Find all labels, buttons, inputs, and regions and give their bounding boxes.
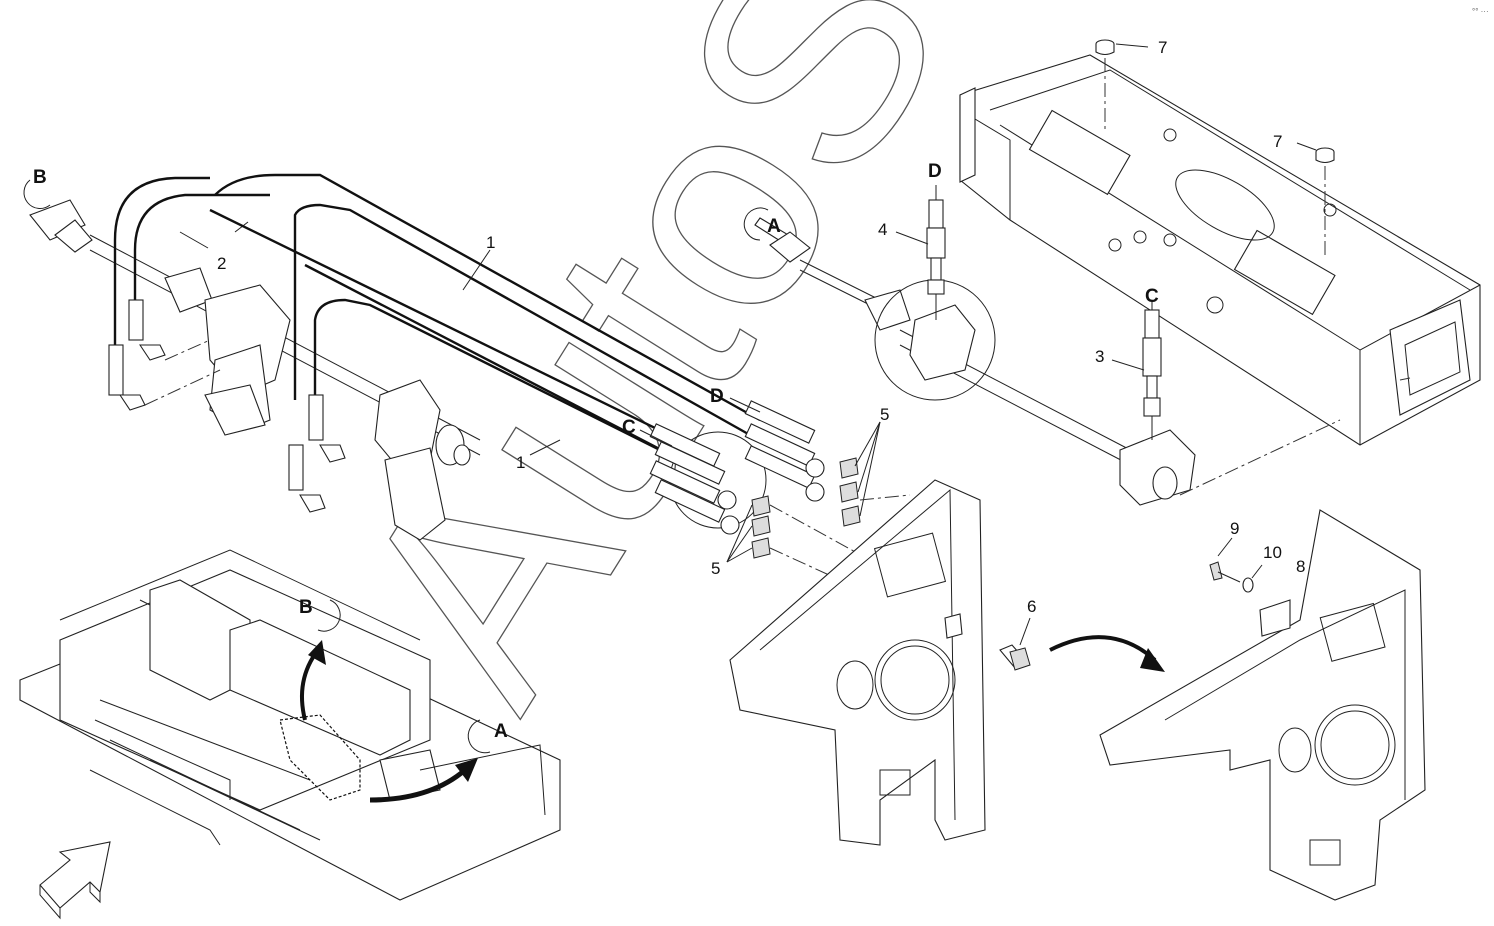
hoses-1 bbox=[209, 173, 761, 513]
callout-3: 3 bbox=[1095, 347, 1104, 366]
view-label-b-top: B bbox=[33, 167, 47, 188]
view-label-b-bottom: B bbox=[299, 597, 313, 618]
view-label-a-bottom: A bbox=[494, 721, 508, 742]
drive-shaft-b bbox=[29, 199, 481, 541]
corner-mark: °° ··· bbox=[1472, 7, 1489, 16]
hoses-2 bbox=[108, 176, 270, 411]
main-frame-top-right bbox=[959, 54, 1481, 446]
view-label-d-left: D bbox=[710, 386, 724, 407]
callout-2: 2 bbox=[217, 254, 226, 273]
hose-4 bbox=[895, 185, 946, 320]
callout-9: 9 bbox=[1230, 519, 1239, 538]
view-label-c-right: C bbox=[1145, 286, 1159, 307]
callout-1-upper: 1 bbox=[486, 233, 495, 252]
view-marker-a-top bbox=[743, 207, 769, 241]
callout-5-left: 5 bbox=[711, 559, 720, 578]
callout-7-right: 7 bbox=[1273, 132, 1282, 151]
side-plate-right bbox=[1099, 509, 1426, 901]
callout-8: 8 bbox=[1296, 557, 1305, 576]
callout-6: 6 bbox=[1027, 597, 1036, 616]
view-label-d-right: D bbox=[928, 161, 942, 182]
callout-5-right: 5 bbox=[880, 405, 889, 424]
connector-cluster bbox=[639, 397, 911, 581]
switch-6 bbox=[999, 617, 1031, 671]
bolt-9 bbox=[1209, 537, 1241, 583]
hose-3 bbox=[1111, 300, 1162, 440]
callout-10: 10 bbox=[1263, 543, 1282, 562]
callout-4: 4 bbox=[878, 220, 887, 239]
plug-7-top bbox=[1095, 39, 1149, 130]
transition-arrow bbox=[1049, 635, 1165, 672]
view-label-c-left: C bbox=[622, 417, 636, 438]
view-marker-b-top bbox=[23, 179, 51, 209]
callout-7-top: 7 bbox=[1158, 38, 1167, 57]
overview-arrows bbox=[300, 599, 491, 803]
view-direction-arrow-icon bbox=[39, 841, 111, 920]
view-label-a-top: A bbox=[767, 216, 781, 237]
side-plate-6 bbox=[729, 479, 986, 846]
plug-7-right bbox=[1296, 142, 1335, 255]
drive-shaft-a bbox=[754, 217, 1411, 506]
washer-10 bbox=[1242, 564, 1263, 593]
machine-overview bbox=[19, 549, 561, 901]
callout-1-lower: 1 bbox=[516, 453, 525, 472]
